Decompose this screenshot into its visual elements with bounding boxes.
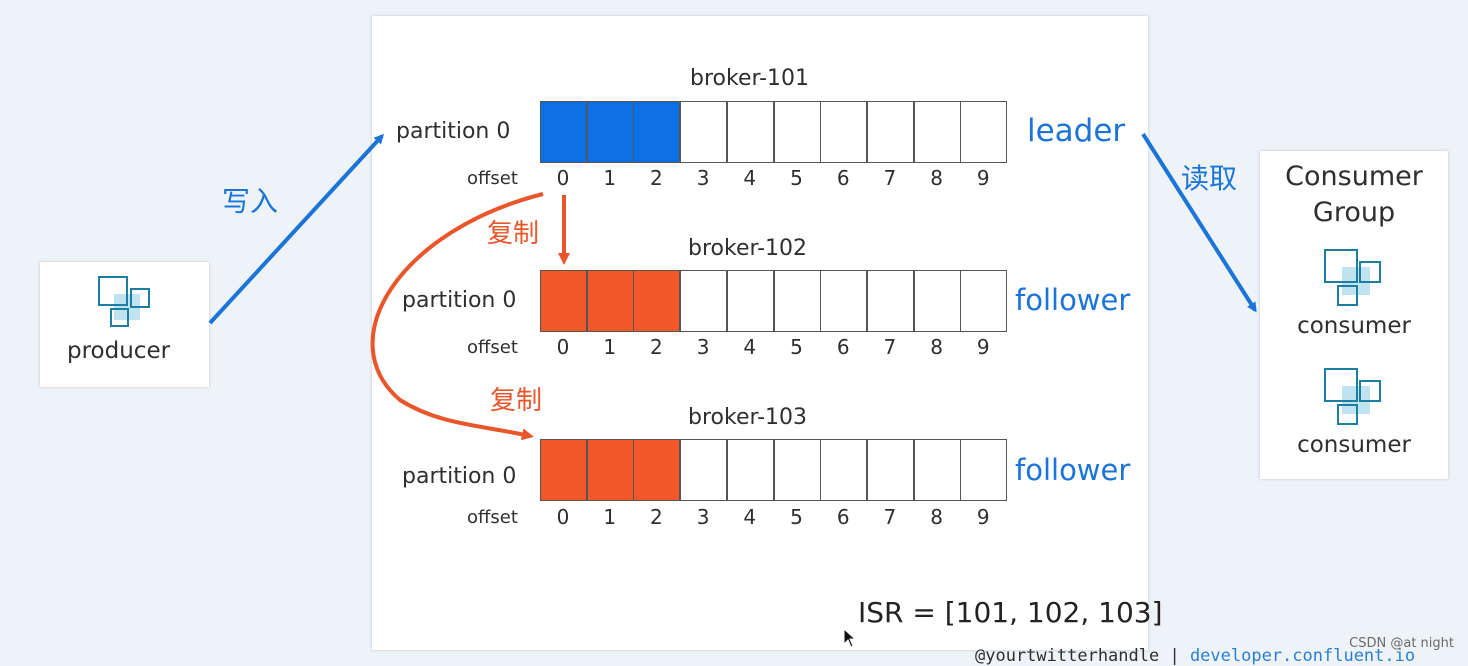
- offset-number: 5: [790, 166, 803, 190]
- consumer-icon: [1324, 249, 1381, 306]
- broker-102-name: broker-102: [688, 236, 808, 261]
- offset-number: 3: [696, 335, 710, 359]
- log-cell: [680, 270, 728, 332]
- producer-box: producer: [40, 262, 209, 387]
- consumer-group-box: Consumer Group consumer consumer: [1260, 151, 1448, 479]
- offset-number: 8: [930, 335, 943, 359]
- offset-number: 5: [790, 505, 803, 529]
- consumer-icon: [1324, 368, 1381, 425]
- watermark: CSDN @at night: [1349, 636, 1454, 651]
- offset-number: 4: [743, 335, 757, 359]
- broker-101-partition: partition 0: [396, 119, 511, 144]
- offset-number: 4: [743, 166, 757, 190]
- log-cell: [866, 439, 914, 501]
- broker-103-partition: partition 0: [402, 464, 517, 489]
- log-cell: [913, 439, 961, 501]
- replicate-arrow-103: [370, 192, 544, 441]
- offset-number: 2: [650, 505, 663, 529]
- log-cell: [540, 439, 587, 501]
- consumer-label-2: consumer: [1297, 432, 1411, 458]
- log-cell: [633, 439, 681, 501]
- offset-number: 7: [883, 505, 897, 529]
- offset-number: 1: [603, 505, 617, 529]
- log-cell: [773, 101, 821, 163]
- log-cell: [586, 270, 634, 332]
- log-cell: [540, 270, 587, 332]
- read-arrow: [1141, 132, 1257, 313]
- log-cell: [726, 439, 774, 501]
- log-cell: [773, 439, 821, 501]
- offset-number: 6: [836, 505, 850, 529]
- broker-103-name: broker-103: [688, 405, 808, 430]
- write-label: 写入: [222, 185, 279, 218]
- producer-icon: [98, 276, 150, 327]
- mouse-cursor-icon: [843, 628, 857, 648]
- log-cell: [726, 270, 774, 332]
- log-cell: [540, 101, 587, 163]
- log-cell: [820, 439, 868, 501]
- log-cell: [960, 270, 1008, 332]
- offset-number: 6: [836, 335, 850, 359]
- consumer-group-title-line1: Consumer: [1285, 161, 1423, 192]
- broker-101-role: leader: [1027, 113, 1126, 149]
- replicate-label-103: 复制: [490, 386, 543, 416]
- read-label: 读取: [1181, 162, 1238, 195]
- log-cell: [960, 101, 1008, 163]
- broker-101-log: [540, 101, 1008, 163]
- log-cell: [913, 270, 961, 332]
- offset-number: 1: [603, 335, 617, 359]
- log-cell: [680, 101, 728, 163]
- offset-number: 9: [976, 166, 990, 190]
- offset-number: 7: [883, 166, 897, 190]
- log-cell: [913, 101, 961, 163]
- offset-number: 0: [556, 166, 570, 190]
- log-cell: [866, 270, 914, 332]
- replicate-label-102: 复制: [487, 219, 540, 249]
- offset-number: 9: [976, 335, 990, 359]
- offset-number: 9: [976, 505, 990, 529]
- offset-number: 8: [930, 505, 943, 529]
- log-cell: [633, 270, 681, 332]
- offset-number: 2: [650, 335, 663, 359]
- footer-handle: @yourtwitterhandle |: [975, 646, 1190, 666]
- log-cell: [866, 101, 914, 163]
- log-cell: [726, 101, 774, 163]
- offset-number: 0: [556, 505, 570, 529]
- consumer-group-title-line2: Group: [1312, 197, 1396, 228]
- log-cell: [680, 439, 728, 501]
- log-cell: [586, 101, 634, 163]
- isr-text: ISR = [101, 102, 103]: [858, 596, 1163, 629]
- producer-label: producer: [67, 338, 171, 364]
- broker-102-log: [540, 270, 1008, 332]
- broker-103-role: follower: [1015, 453, 1131, 487]
- broker-103-log: [540, 439, 1008, 501]
- log-cell: [633, 101, 681, 163]
- offset-number: 1: [603, 166, 617, 190]
- broker-102-role: follower: [1015, 283, 1131, 317]
- broker-102-offset-label: offset: [467, 337, 518, 358]
- broker-103-offset-label: offset: [467, 507, 518, 528]
- log-cell: [586, 439, 634, 501]
- offset-number: 2: [650, 166, 663, 190]
- write-arrow: [208, 133, 385, 325]
- broker-101-name: broker-101: [690, 66, 810, 91]
- offset-number: 7: [883, 335, 897, 359]
- offset-number: 3: [696, 166, 710, 190]
- offset-number: 4: [743, 505, 757, 529]
- broker-102-partition: partition 0: [402, 288, 517, 313]
- log-cell: [960, 439, 1008, 501]
- consumer-label-1: consumer: [1297, 313, 1411, 339]
- offset-number: 3: [696, 505, 710, 529]
- log-cell: [820, 101, 868, 163]
- offset-number: 0: [556, 335, 570, 359]
- broker-101-offset-label: offset: [467, 168, 518, 189]
- log-cell: [773, 270, 821, 332]
- offset-number: 5: [790, 335, 803, 359]
- offset-number: 8: [930, 166, 943, 190]
- offset-number: 6: [836, 166, 850, 190]
- log-cell: [820, 270, 868, 332]
